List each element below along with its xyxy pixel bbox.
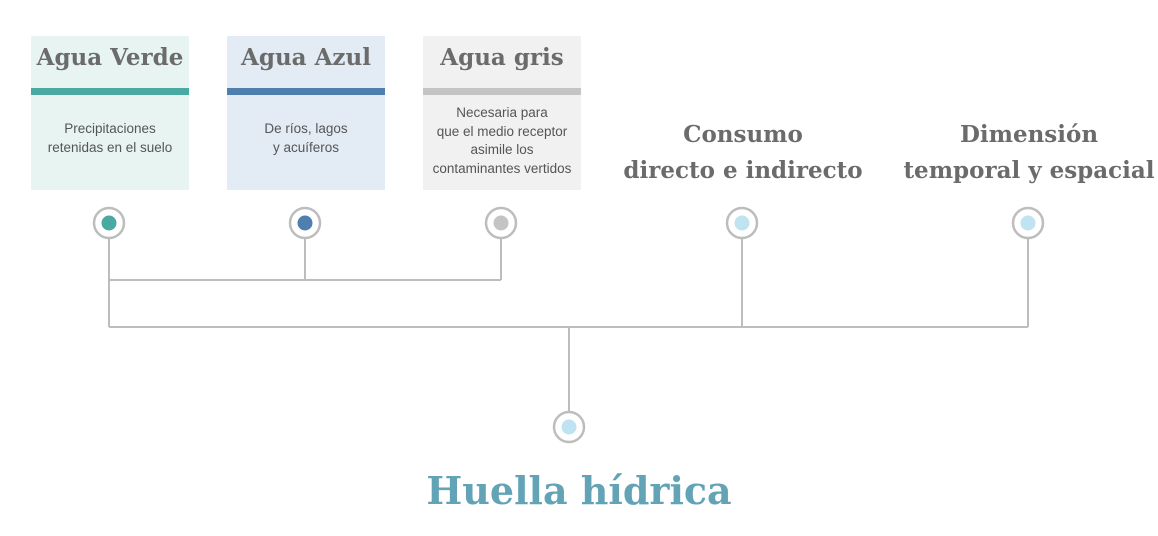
- agua-azul-description: De ríos, lagos y acuíferos: [264, 121, 348, 155]
- node-agua-azul-dot: [295, 213, 315, 233]
- agua-gris-bar: [423, 88, 581, 95]
- agua-azul-bar: [227, 88, 385, 95]
- agua-verde-title: Agua Verde: [36, 44, 184, 71]
- node-agua-verde-dot: [99, 213, 119, 233]
- agua-gris-description: Necesaria para que el medio receptor asi…: [432, 105, 572, 176]
- node-consumo-dot: [732, 213, 752, 233]
- connector-paths: [108, 238, 1029, 412]
- dimension-label: Dimensión temporal y espacial: [903, 121, 1155, 184]
- agua-verde-card: Agua Verde Precipitaciones retenidas en …: [31, 36, 189, 190]
- node-agua-gris-dot: [491, 213, 511, 233]
- agua-gris-card: Agua gris Necesaria para que el medio re…: [423, 36, 581, 190]
- node-agua-azul: [288, 206, 322, 240]
- consumo-label: Consumo directo e indirecto: [623, 121, 863, 184]
- node-dimension-dot: [1018, 213, 1038, 233]
- agua-verde-bar: [31, 88, 189, 95]
- node-consumo: [725, 206, 759, 240]
- agua-gris-title: Agua gris: [440, 44, 564, 71]
- agua-azul-card: Agua Azul De ríos, lagos y acuíferos: [227, 36, 385, 190]
- node-dimension: [1011, 206, 1045, 240]
- node-huella-hidrica: [552, 410, 586, 444]
- agua-azul-title: Agua Azul: [241, 44, 371, 71]
- node-huella-hidrica-dot: [559, 417, 579, 437]
- main-title: Huella hídrica: [426, 468, 732, 513]
- node-agua-gris: [484, 206, 518, 240]
- node-agua-verde: [92, 206, 126, 240]
- agua-verde-description: Precipitaciones retenidas en el suelo: [47, 121, 173, 155]
